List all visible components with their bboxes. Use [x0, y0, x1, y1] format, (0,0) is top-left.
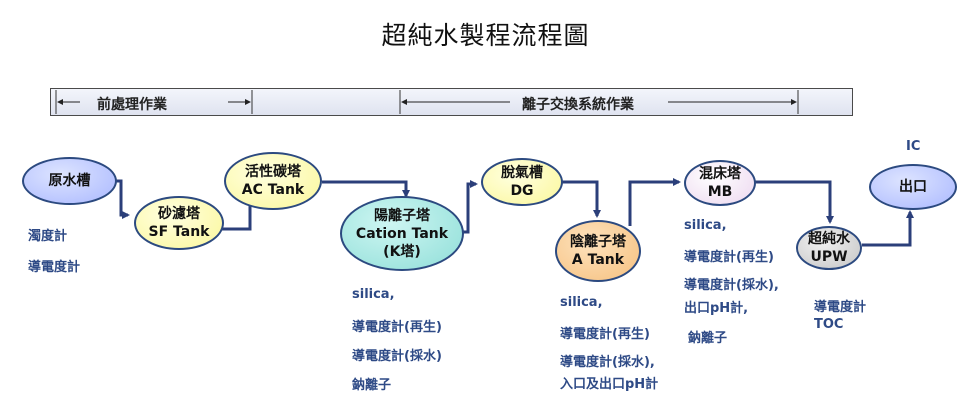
arrow-anion-to-mb — [628, 178, 681, 226]
node-raw-water-tank: 原水槽 — [22, 157, 117, 205]
phase-label-ion-exchange: 離子交換系統作業 — [522, 97, 634, 113]
node-activated-carbon-label-2: AC Tank — [241, 182, 305, 198]
node-outlet-label: 出口 — [899, 179, 927, 195]
node-raw-water-label: 原水槽 — [48, 173, 91, 189]
arrow-dg-to-anion — [561, 180, 601, 218]
node-cation-label-2: Cation Tank — [355, 225, 449, 242]
node-mixed-bed-label-1: 混床塔 — [699, 166, 741, 182]
node-degasifier-label-2: DG — [510, 183, 534, 199]
arrow-upw-to-outlet — [862, 210, 914, 247]
note-anion-conductivity-regen: 導電度計(再生) — [560, 327, 650, 342]
node-cation-label-3: (K塔) — [383, 243, 421, 260]
phase-dividers — [55, 90, 799, 114]
node-anion-label-1: 陰離子塔 — [570, 234, 626, 250]
node-cation-label-1: 陽離子塔 — [374, 207, 430, 224]
arrow-raw-to-sf — [116, 179, 130, 219]
note-cation-sodium: 鈉離子 — [352, 378, 392, 393]
note-anion-conductivity-sampling: 導電度計(採水), — [560, 355, 655, 370]
note-mb-conductivity-regen: 導電度計(再生) — [684, 250, 774, 265]
note-upw-conductivity: 導電度計 — [814, 300, 867, 315]
note-mb-conductivity-sampling: 導電度計(採水), — [684, 278, 779, 293]
node-degasifier-label-1: 脫氣槽 — [501, 165, 543, 181]
note-anion-ph: 入口及出口pH計 — [560, 377, 659, 392]
node-sand-filter-label-2: SF Tank — [148, 224, 210, 240]
node-activated-carbon-label-1: 活性碳塔 — [245, 164, 301, 180]
node-cation-tank: 陽離子塔 Cation Tank (K塔) — [340, 196, 464, 271]
note-cation-conductivity-regen: 導電度計(再生) — [352, 320, 442, 335]
arrow-mb-to-upw — [755, 180, 834, 224]
note-raw-water-turbidity: 濁度計 — [28, 229, 68, 244]
node-degasifier: 脫氣槽 DG — [481, 158, 563, 206]
note-cation-silica: silica, — [352, 287, 395, 302]
note-outlet-ic: IC — [906, 139, 921, 154]
node-ultrapure-water: 超純水 UPW — [796, 226, 862, 270]
note-mb-silica: silica, — [684, 218, 727, 233]
node-sand-filter-label-1: 砂濾塔 — [158, 206, 200, 222]
note-anion-silica: silica, — [560, 295, 603, 310]
note-mb-outlet-ph: 出口pH計, — [684, 301, 749, 316]
arrow-cation-to-dg — [463, 180, 478, 234]
node-mixed-bed-label-2: MB — [707, 184, 733, 200]
node-sand-filter: 砂濾塔 SF Tank — [134, 196, 224, 250]
arrow-ac-to-cation — [322, 180, 410, 198]
node-anion-label-2: A Tank — [571, 252, 625, 268]
note-mb-sodium: 鈉離子 — [688, 331, 728, 346]
node-anion-tank: 陰離子塔 A Tank — [555, 220, 641, 282]
phase-label-pretreatment: 前處理作業 — [97, 97, 167, 113]
node-mixed-bed: 混床塔 MB — [684, 160, 756, 206]
node-upw-label-1: 超純水 — [808, 231, 850, 247]
node-upw-label-2: UPW — [810, 249, 848, 265]
note-upw-toc: TOC — [814, 317, 844, 332]
node-activated-carbon: 活性碳塔 AC Tank — [224, 152, 322, 210]
diagram-title: 超純水製程流程圖 — [381, 21, 590, 50]
node-outlet: 出口 — [869, 164, 957, 210]
note-cation-conductivity-sampling: 導電度計(採水) — [352, 349, 442, 364]
note-raw-water-conductivity: 導電度計 — [28, 260, 81, 275]
